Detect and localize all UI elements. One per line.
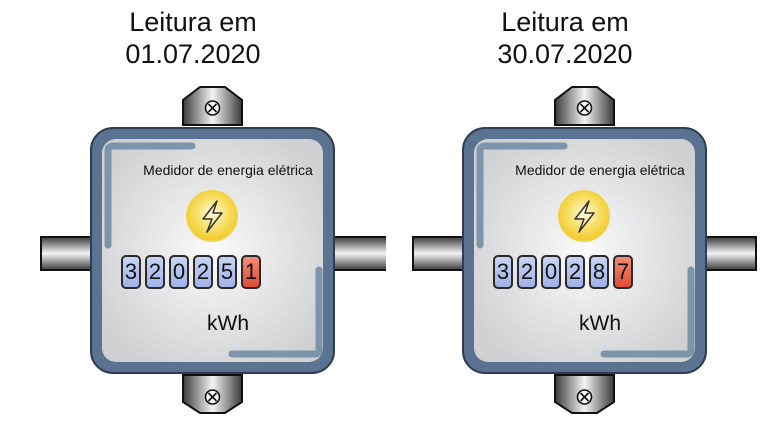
device-label: Medidor de energia elétrica <box>515 162 685 178</box>
digit: 2 <box>517 255 537 289</box>
meter-panel <box>474 139 695 362</box>
digit-counter: 3 2 0 2 8 7 <box>493 255 633 289</box>
meter-body <box>412 86 757 414</box>
digit: 2 <box>145 255 165 289</box>
digit-last: 7 <box>613 255 633 289</box>
left-terminal <box>40 236 98 271</box>
digit: 3 <box>493 255 513 289</box>
left-terminal <box>412 236 470 271</box>
digit: 2 <box>565 255 585 289</box>
reading-title: Leitura em 30.07.2020 <box>372 6 758 70</box>
title-line-1: Leitura em <box>501 7 629 37</box>
digit: 3 <box>121 255 141 289</box>
digit: 5 <box>217 255 237 289</box>
lightning-bolt-icon <box>574 200 595 233</box>
reading-date: 01.07.2020 <box>125 39 261 69</box>
device-label: Medidor de energia elétrica <box>143 162 313 178</box>
unit-label: kWh <box>579 312 621 335</box>
lightning-bolt-icon <box>202 200 223 233</box>
indicator-lamp <box>558 190 610 242</box>
meter-body <box>40 86 386 414</box>
indicator-lamp <box>186 190 238 242</box>
digit-counter: 3 2 0 2 5 1 <box>121 255 261 289</box>
reading-date: 30.07.2020 <box>497 39 633 69</box>
title-line-1: Leitura em <box>129 7 257 37</box>
digit: 8 <box>589 255 609 289</box>
meter-left: Leitura em 01.07.2020 <box>0 6 386 414</box>
unit-label: kWh <box>207 312 249 335</box>
digit: 0 <box>541 255 561 289</box>
meter-right: Leitura em 30.07.2020 <box>372 0 758 427</box>
reading-title: Leitura em 01.07.2020 <box>0 6 386 70</box>
right-terminal <box>331 236 386 271</box>
digit-last: 1 <box>241 255 261 289</box>
meter-panel <box>102 139 323 362</box>
digit: 2 <box>193 255 213 289</box>
right-terminal <box>703 236 757 271</box>
digit: 0 <box>169 255 189 289</box>
